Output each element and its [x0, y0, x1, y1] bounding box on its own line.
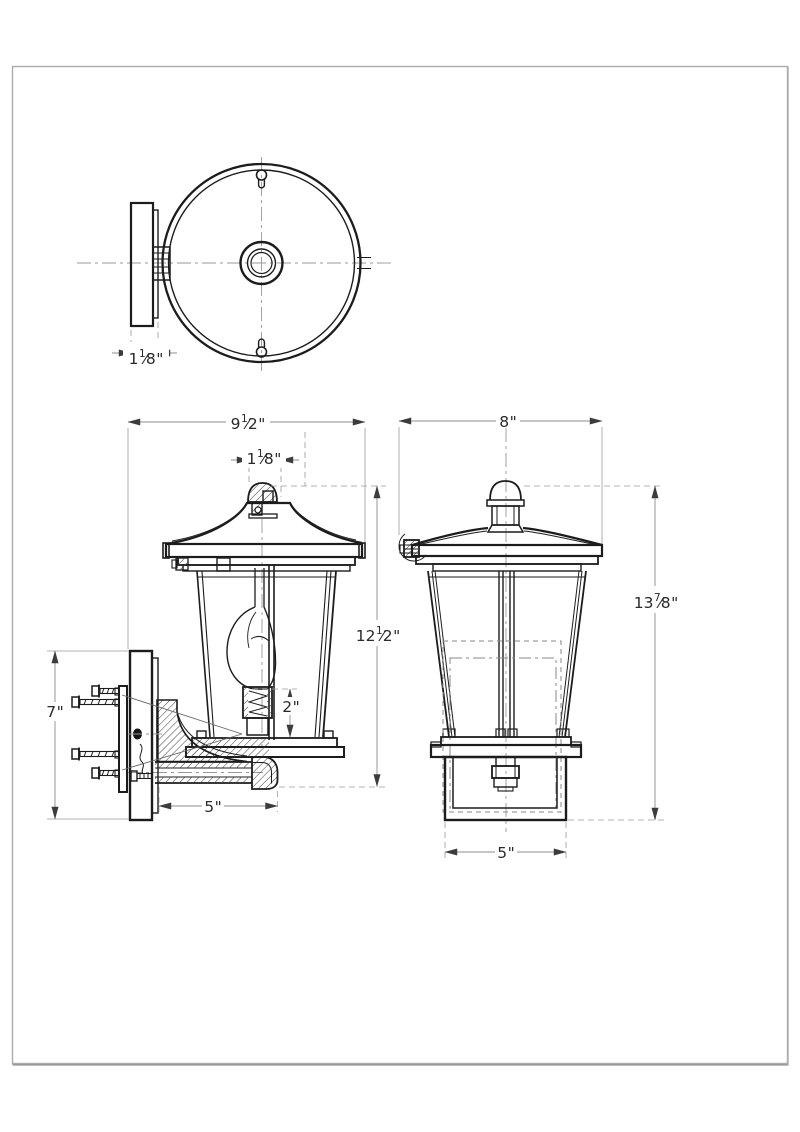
finial-section: [247, 482, 278, 519]
dim-finial-width: 11⁄8": [231, 432, 306, 497]
page-frame: [11, 65, 789, 1066]
backplate-side: [128, 649, 159, 822]
mounting-screws: [71, 684, 120, 780]
base-front: [429, 736, 583, 822]
roof: [165, 501, 363, 546]
dim-arm-length-label: 5": [204, 798, 222, 816]
dim-overall-height: 137⁄8": [524, 485, 683, 821]
dim-arm-length: 5": [158, 787, 279, 816]
screw: [91, 684, 120, 698]
dim-base-width: 5": [444, 822, 567, 862]
cage-body: [196, 565, 337, 740]
dim-projection-width-label: 91⁄2": [231, 413, 266, 433]
dim-plate-depth: 11⁄8": [112, 322, 177, 368]
arm-elbow: [251, 756, 279, 790]
mounting-strap: [114, 685, 243, 793]
screw: [71, 695, 120, 709]
round-backplate: [161, 162, 362, 364]
scroll-bracket: [156, 699, 248, 763]
front-view: 8": [398, 408, 683, 862]
wire-lead: [139, 743, 144, 775]
dim-overall-height-label: 137⁄8": [634, 592, 679, 612]
latch-swing-arc: [398, 533, 427, 562]
dim-front-width-label: 8": [499, 413, 517, 431]
light-bulb: [226, 568, 277, 690]
lamp-socket: [242, 686, 273, 736]
top-view: 11⁄8": [77, 157, 394, 371]
dim-backplate-height-label: 7": [46, 703, 64, 721]
dim-socket-height-label: 2": [282, 698, 300, 716]
side-view: 91⁄2" 11⁄8": [44, 408, 401, 822]
cage-front: [427, 570, 587, 738]
dim-backplate-height: 7": [44, 650, 129, 820]
ground-screw: [130, 770, 152, 782]
dim-socket-height: 2": [252, 688, 301, 738]
screw: [71, 747, 120, 761]
dim-projection-width: 91⁄2": [127, 408, 366, 649]
photocell-knob: [491, 756, 520, 792]
latch-detail: [398, 533, 427, 562]
eaves-front: [410, 543, 604, 572]
screw-keyhole-bottom: [255, 338, 268, 358]
hinge-detail: [175, 557, 189, 571]
roof-front: [411, 526, 603, 547]
eaves-band: [162, 542, 366, 572]
screw-keyhole-top: [255, 169, 268, 189]
wall-plate-edge-view: [129, 201, 171, 328]
dim-base-width-label: 5": [497, 844, 515, 862]
dim-lantern-height-label: 121⁄2": [356, 625, 401, 645]
dim-finial-width-label: 11⁄8": [247, 448, 282, 468]
dim-plate-depth-label: 11⁄8": [129, 348, 164, 368]
dim-lantern-height: 121⁄2": [271, 485, 401, 788]
finial-front: [486, 480, 525, 533]
screw: [91, 766, 120, 780]
dim-front-width: 8": [398, 408, 603, 544]
